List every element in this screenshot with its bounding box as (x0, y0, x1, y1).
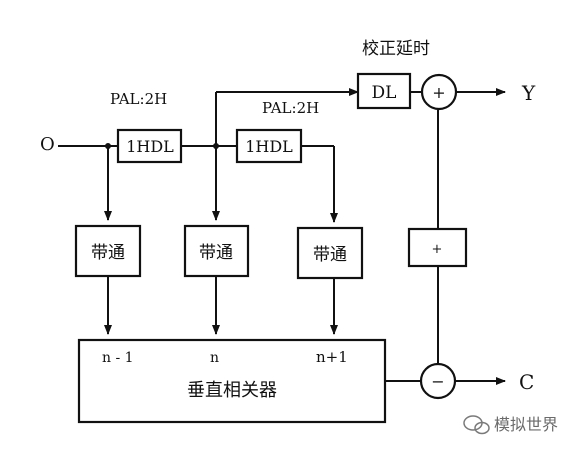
dl-block (356, 72, 412, 110)
middle-box (407, 227, 468, 268)
hdl-block-2-label: 1HDL (245, 137, 293, 156)
bandpass-block-3-label: 带通 (313, 245, 347, 265)
input-symbol: O (40, 134, 55, 155)
watermark-text: 模拟世界 (494, 415, 558, 434)
bandpass-block-2-label: 带通 (199, 243, 233, 263)
title-delay-label: 校正延时 (362, 39, 430, 59)
hdl-block-1 (116, 128, 183, 164)
hdl-block-1-label: 1HDL (126, 137, 174, 156)
correlator-label: 垂直相关器 (187, 380, 277, 401)
watermark: 模拟世界 (463, 415, 558, 435)
signal-wires (58, 88, 506, 385)
output-c-label: C (519, 370, 534, 394)
junction-dots (105, 143, 219, 149)
bandpass-block-3 (296, 226, 364, 280)
output-y-label: Y (521, 81, 536, 105)
middle-box-sign: + (432, 242, 443, 257)
bandpass-block-1-label: 带通 (91, 243, 125, 263)
subtractor-circle (419, 362, 457, 400)
bandpass-block-2 (183, 224, 250, 278)
subtractor-sign: − (431, 372, 444, 391)
tap-n-plus-1: n+1 (316, 348, 348, 366)
pal-label-left: PAL:2H (110, 90, 167, 108)
tap-n: n (210, 350, 219, 366)
adder-sign: + (432, 83, 445, 102)
adder-circle (420, 73, 458, 111)
dl-block-label: DL (372, 83, 397, 103)
tap-n-minus-1: n - 1 (102, 350, 134, 366)
bandpass-block-1 (74, 224, 142, 278)
hdl-block-2 (235, 128, 303, 164)
wechat-icon (463, 415, 490, 435)
vertical-correlator-block (77, 338, 387, 424)
pal-label-right: PAL:2H (262, 99, 319, 117)
